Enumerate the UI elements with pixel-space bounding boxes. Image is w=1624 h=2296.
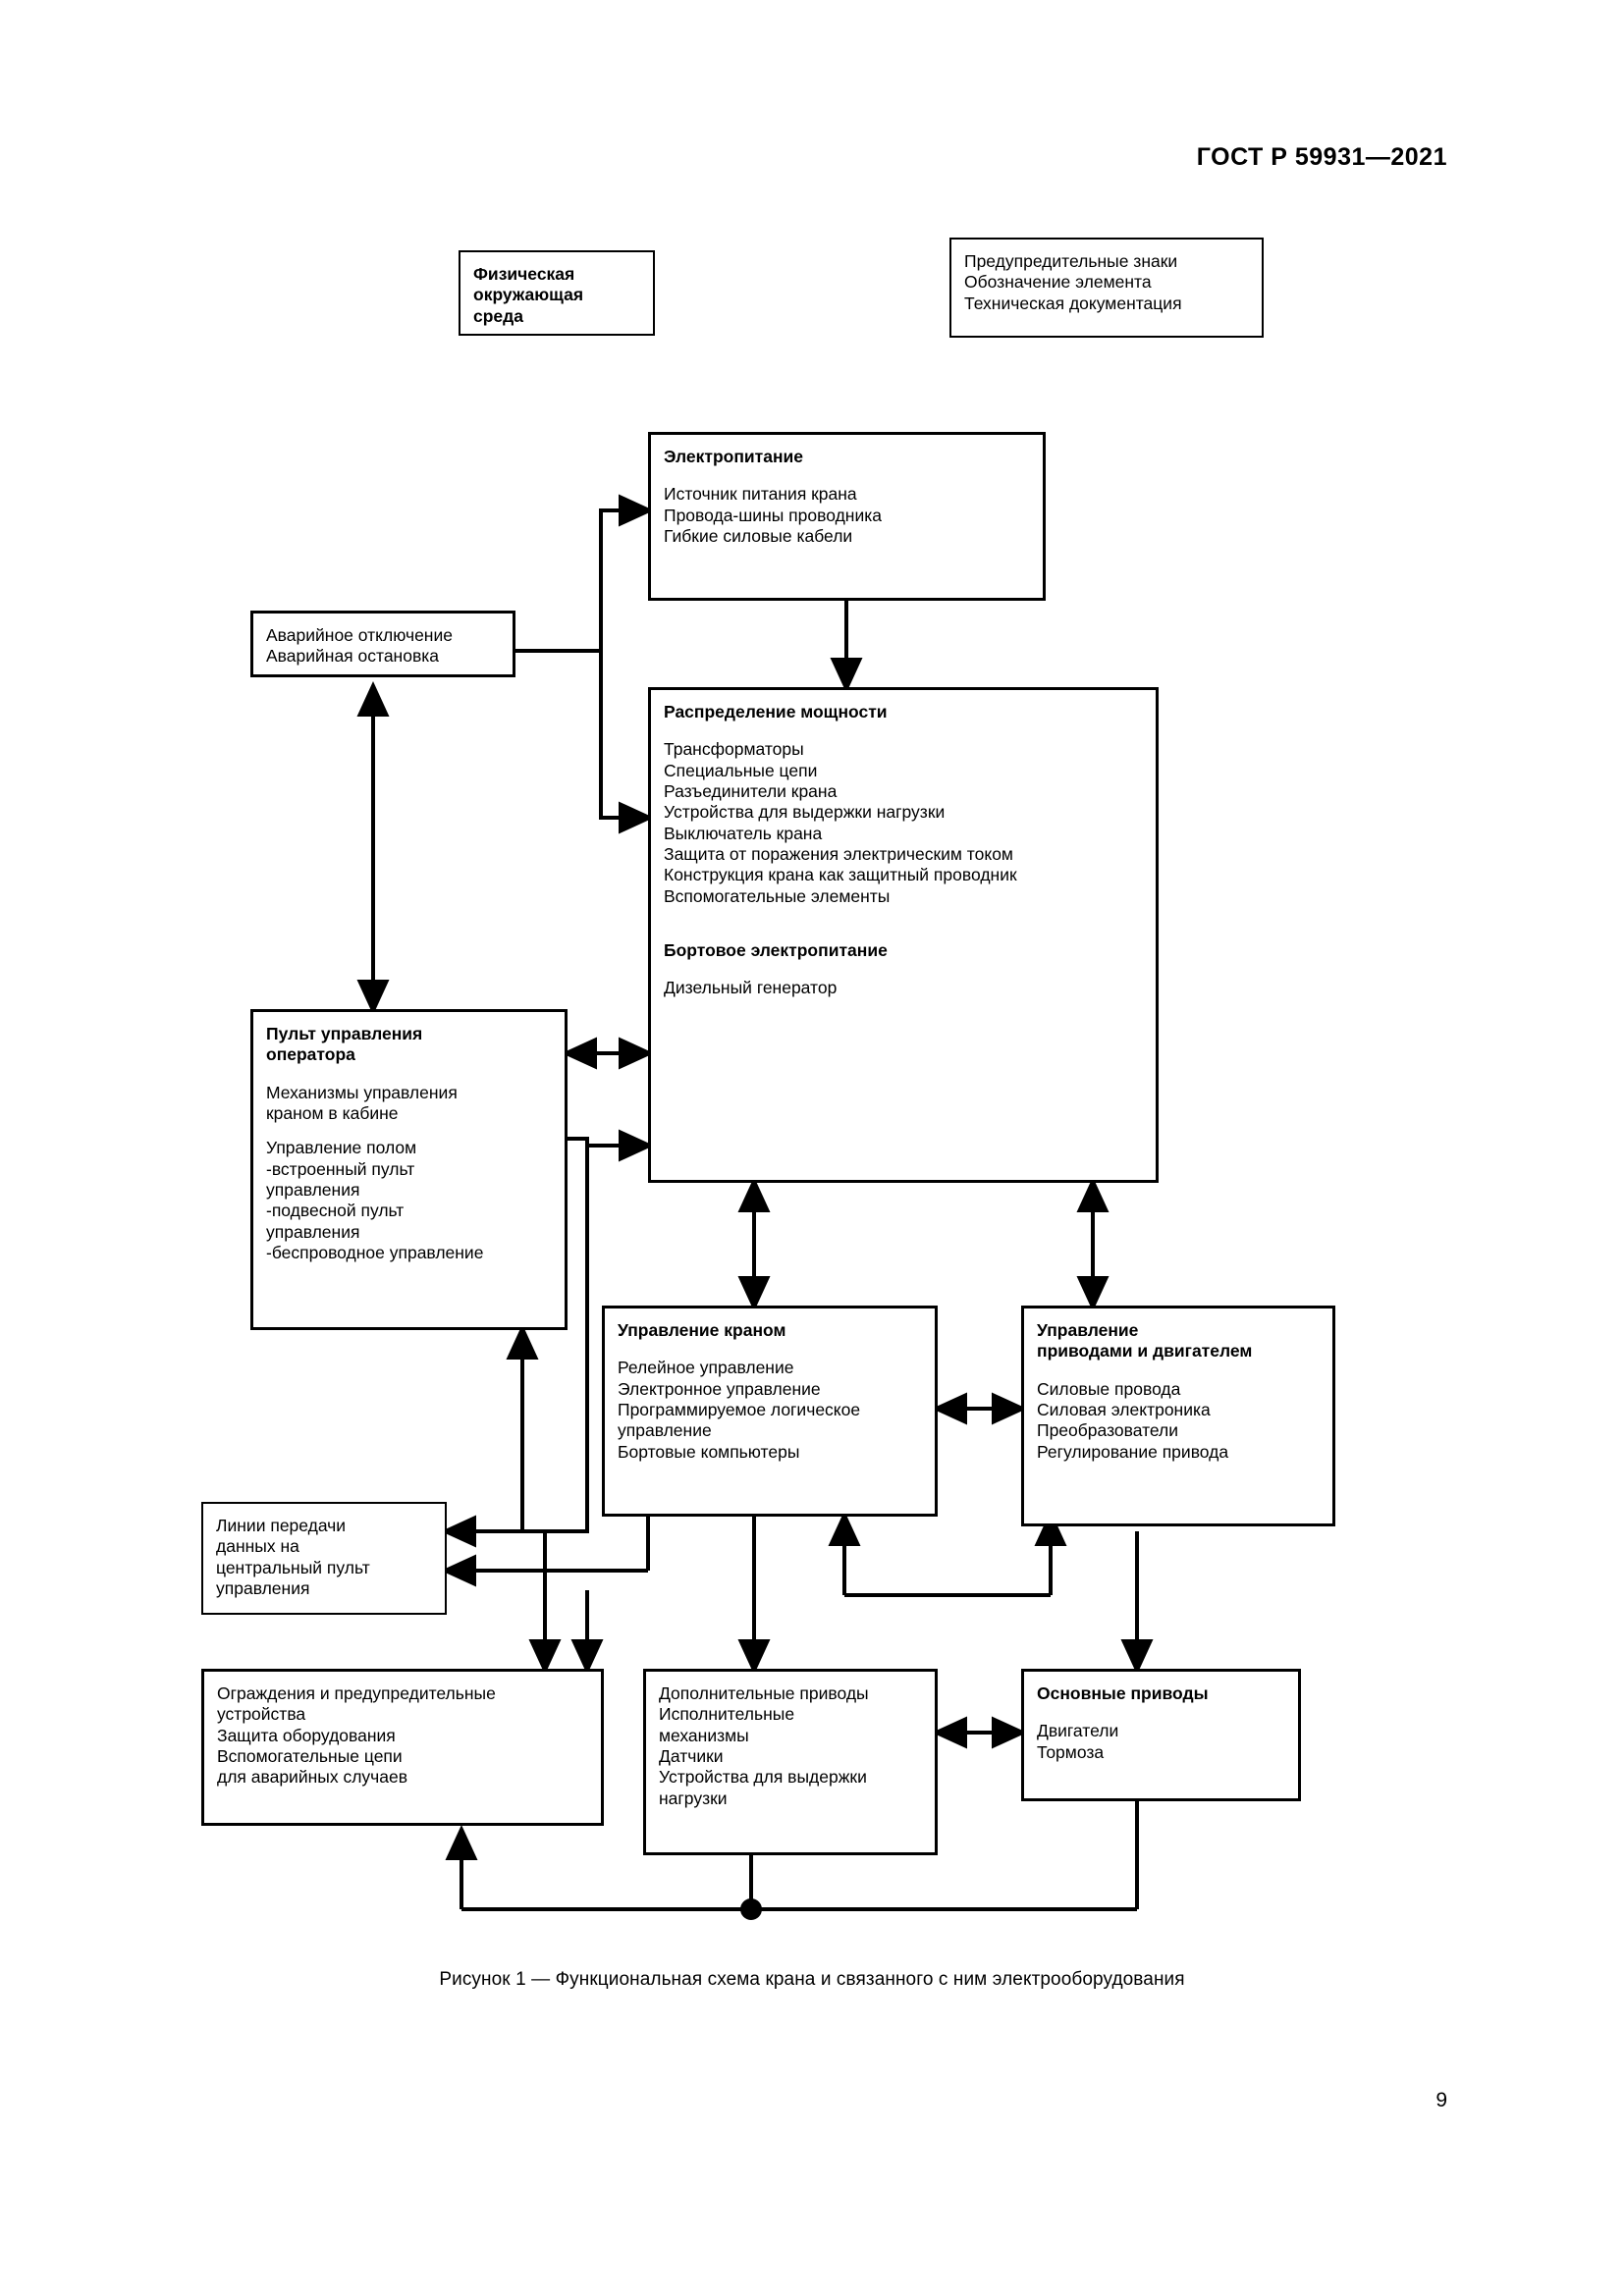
physical-environment-title: Физическая окружающая среда	[473, 264, 584, 326]
operator-console-gap	[266, 1124, 552, 1138]
junction-dot	[740, 1898, 762, 1920]
node-physical-environment: Физическая окружающая среда	[459, 250, 655, 336]
node-auxiliary-drives: Дополнительные приводы Исполнительные ме…	[643, 1669, 938, 1855]
auxiliary-drives-lines: Дополнительные приводы Исполнительные ме…	[659, 1683, 869, 1808]
operator-console-title: Пульт управления оператора	[266, 1024, 423, 1065]
crane-control-title: Управление краном	[618, 1320, 786, 1340]
drive-motor-control-lines: Силовые провода Силовая электроника Прео…	[1037, 1378, 1229, 1462]
guards-warning-lines: Ограждения и предупредительные устройств…	[217, 1683, 496, 1788]
data-lines-text: Линии передачи данных на центральный пул…	[216, 1516, 370, 1599]
node-warning-signs: Предупредительные знаки Обозначение элем…	[949, 238, 1264, 338]
standard-header: ГОСТ Р 59931—2021	[1196, 143, 1447, 171]
main-drives-lines: Двигатели Тормоза	[1037, 1721, 1119, 1762]
power-supply-lines: Источник питания крана Провода-шины пров…	[664, 484, 882, 547]
onboard-power-lines: Дизельный генератор	[664, 978, 838, 998]
node-operator-console: Пульт управления оператора Механизмы упр…	[250, 1009, 568, 1330]
node-guards-warning-devices: Ограждения и предупредительные устройств…	[201, 1669, 604, 1826]
page-number: 9	[1435, 2089, 1447, 2111]
crane-control-lines: Релейное управление Электронное управлен…	[618, 1358, 861, 1462]
wire-emergency-to-power-supply	[599, 494, 654, 651]
power-distribution-title: Распределение мощности	[664, 702, 888, 721]
node-data-lines: Линии передачи данных на центральный пул…	[201, 1502, 447, 1615]
node-power-supply: Электропитание Источник питания крана Пр…	[648, 432, 1046, 601]
node-power-distribution: Распределение мощности Трансформаторы Сп…	[648, 687, 1159, 1183]
node-emergency-stop: Аварийное отключение Аварийная остановка	[250, 611, 515, 677]
warning-signs-lines: Предупредительные знаки Обозначение элем…	[964, 251, 1182, 313]
node-drive-motor-control: Управление приводами и двигателем Силовы…	[1021, 1306, 1335, 1526]
main-drives-title: Основные приводы	[1037, 1683, 1209, 1703]
operator-console-floor-control: Управление полом -встроенный пульт управ…	[266, 1138, 484, 1263]
drive-motor-control-title: Управление приводами и двигателем	[1037, 1320, 1253, 1362]
power-distribution-lines: Трансформаторы Специальные цепи Разъедин…	[664, 739, 1017, 906]
power-supply-title: Электропитание	[664, 447, 804, 466]
wire-console-to-onboard-power	[568, 1129, 654, 1162]
wire-emergency-to-distribution	[599, 651, 654, 834]
node-main-drives: Основные приводы Двигатели Тормоза	[1021, 1669, 1301, 1801]
figure-caption: Рисунок 1 — Функциональная схема крана и…	[439, 1969, 1185, 1990]
node-crane-control: Управление краном Релейное управление Эл…	[602, 1306, 938, 1517]
onboard-power-subtitle: Бортовое электропитание	[664, 940, 888, 961]
operator-console-lines: Механизмы управления краном в кабине	[266, 1082, 458, 1124]
emergency-stop-lines: Аварийное отключение Аварийная остановка	[266, 625, 453, 667]
